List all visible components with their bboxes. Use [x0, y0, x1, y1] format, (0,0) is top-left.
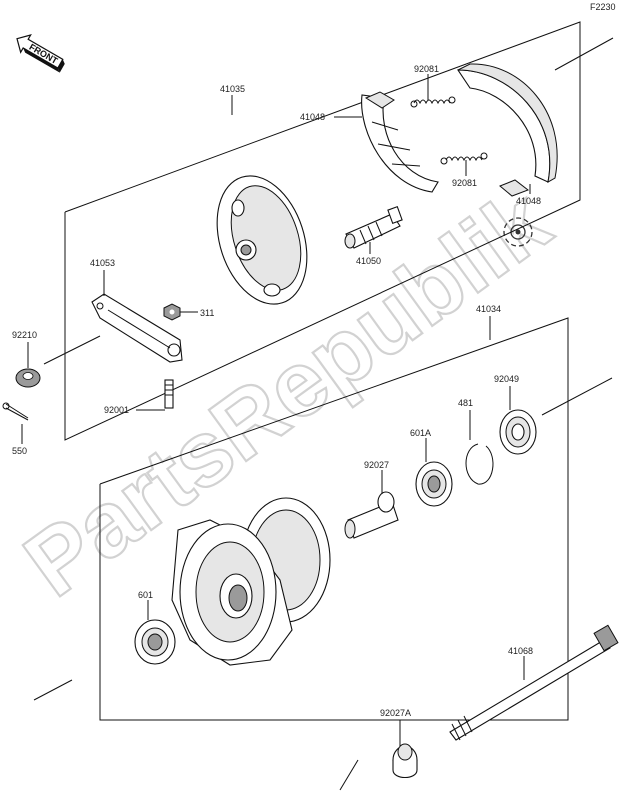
- bolt-92001[interactable]: [164, 379, 174, 409]
- axle-41068[interactable]: [449, 624, 619, 741]
- label-481: 481: [458, 398, 473, 408]
- nut-311[interactable]: [163, 303, 181, 321]
- hub-assembly-frame: [33, 317, 613, 721]
- collar-92027a[interactable]: [339, 743, 418, 791]
- label-41035: 41035: [220, 84, 245, 94]
- label-92210: 92210: [12, 330, 37, 340]
- nut-92210[interactable]: [15, 368, 41, 388]
- bearing-601a[interactable]: [415, 461, 453, 507]
- brake-shoe-rear[interactable]: [361, 91, 439, 193]
- diagram-code: F2230: [590, 2, 616, 12]
- spring-lower[interactable]: [440, 152, 488, 165]
- brake-lever[interactable]: [91, 293, 183, 363]
- cotter-pin-550[interactable]: [2, 402, 29, 421]
- label-92027a: 92027A: [380, 708, 411, 718]
- label-41068: 41068: [508, 646, 533, 656]
- brake-panel[interactable]: [202, 164, 323, 315]
- label-601a: 601A: [410, 428, 431, 438]
- brake-shoe-front[interactable]: [456, 63, 558, 197]
- brake-cam[interactable]: [344, 206, 403, 249]
- spacer-92027[interactable]: [344, 491, 399, 539]
- spring-upper[interactable]: [410, 96, 456, 108]
- wheel-hub[interactable]: [171, 497, 331, 666]
- label-92081-b: 92081: [452, 178, 477, 188]
- part-labels: 41035 41048 41048 92081 92081 41050 4105…: [12, 64, 541, 718]
- label-92027: 92027: [364, 460, 389, 470]
- label-601: 601: [138, 590, 153, 600]
- front-arrow-icon: FRONT: [16, 34, 65, 73]
- label-550: 550: [12, 446, 27, 456]
- label-41048-b: 41048: [516, 196, 541, 206]
- bearing-601[interactable]: [134, 619, 176, 665]
- label-41050: 41050: [356, 256, 381, 266]
- label-41034: 41034: [476, 304, 501, 314]
- label-92049: 92049: [494, 374, 519, 384]
- circlip-481[interactable]: [465, 443, 494, 485]
- label-92001: 92001: [104, 405, 129, 415]
- label-41048-a: 41048: [300, 112, 325, 122]
- label-311: 311: [200, 308, 214, 318]
- label-41053: 41053: [90, 258, 115, 268]
- label-92081-a: 92081: [414, 64, 439, 74]
- leader-lines: [21, 74, 531, 746]
- seal-92049[interactable]: [499, 409, 537, 455]
